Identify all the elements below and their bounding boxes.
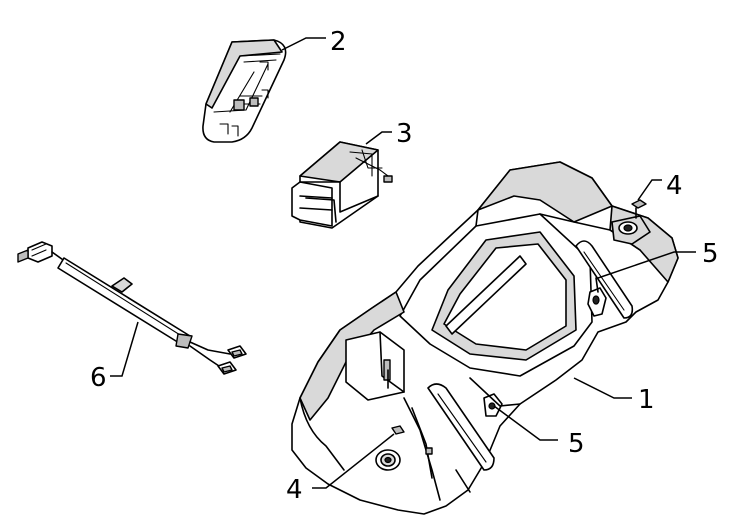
- leader-lines: [110, 37, 696, 489]
- leader-4-lower: [312, 433, 395, 489]
- callout-4-upper: 4: [666, 171, 683, 201]
- part-6-wiring-harness: [17, 241, 247, 375]
- leader-4-upper: [637, 179, 662, 201]
- leader-6: [110, 321, 139, 377]
- callout-3: 3: [396, 119, 413, 149]
- part-2-lamp-housing: [202, 39, 287, 143]
- leader-5-right: [597, 251, 696, 279]
- leader-3: [365, 131, 392, 145]
- callout-1: 1: [638, 385, 655, 415]
- callout-5-lower: 5: [568, 429, 585, 459]
- callout-2: 2: [330, 27, 347, 57]
- callout-5-right: 5: [702, 239, 719, 269]
- leader-2: [281, 37, 326, 51]
- leader-5-lower: [493, 405, 558, 441]
- part-1-rear-fender: [291, 161, 679, 515]
- callout-4-lower: 4: [286, 475, 303, 505]
- callout-labels: 1 2 3 4 4 5 5 6: [90, 27, 719, 505]
- callout-6: 6: [90, 363, 107, 393]
- part-3-rear-lamp: [291, 141, 393, 229]
- leader-1: [573, 377, 632, 399]
